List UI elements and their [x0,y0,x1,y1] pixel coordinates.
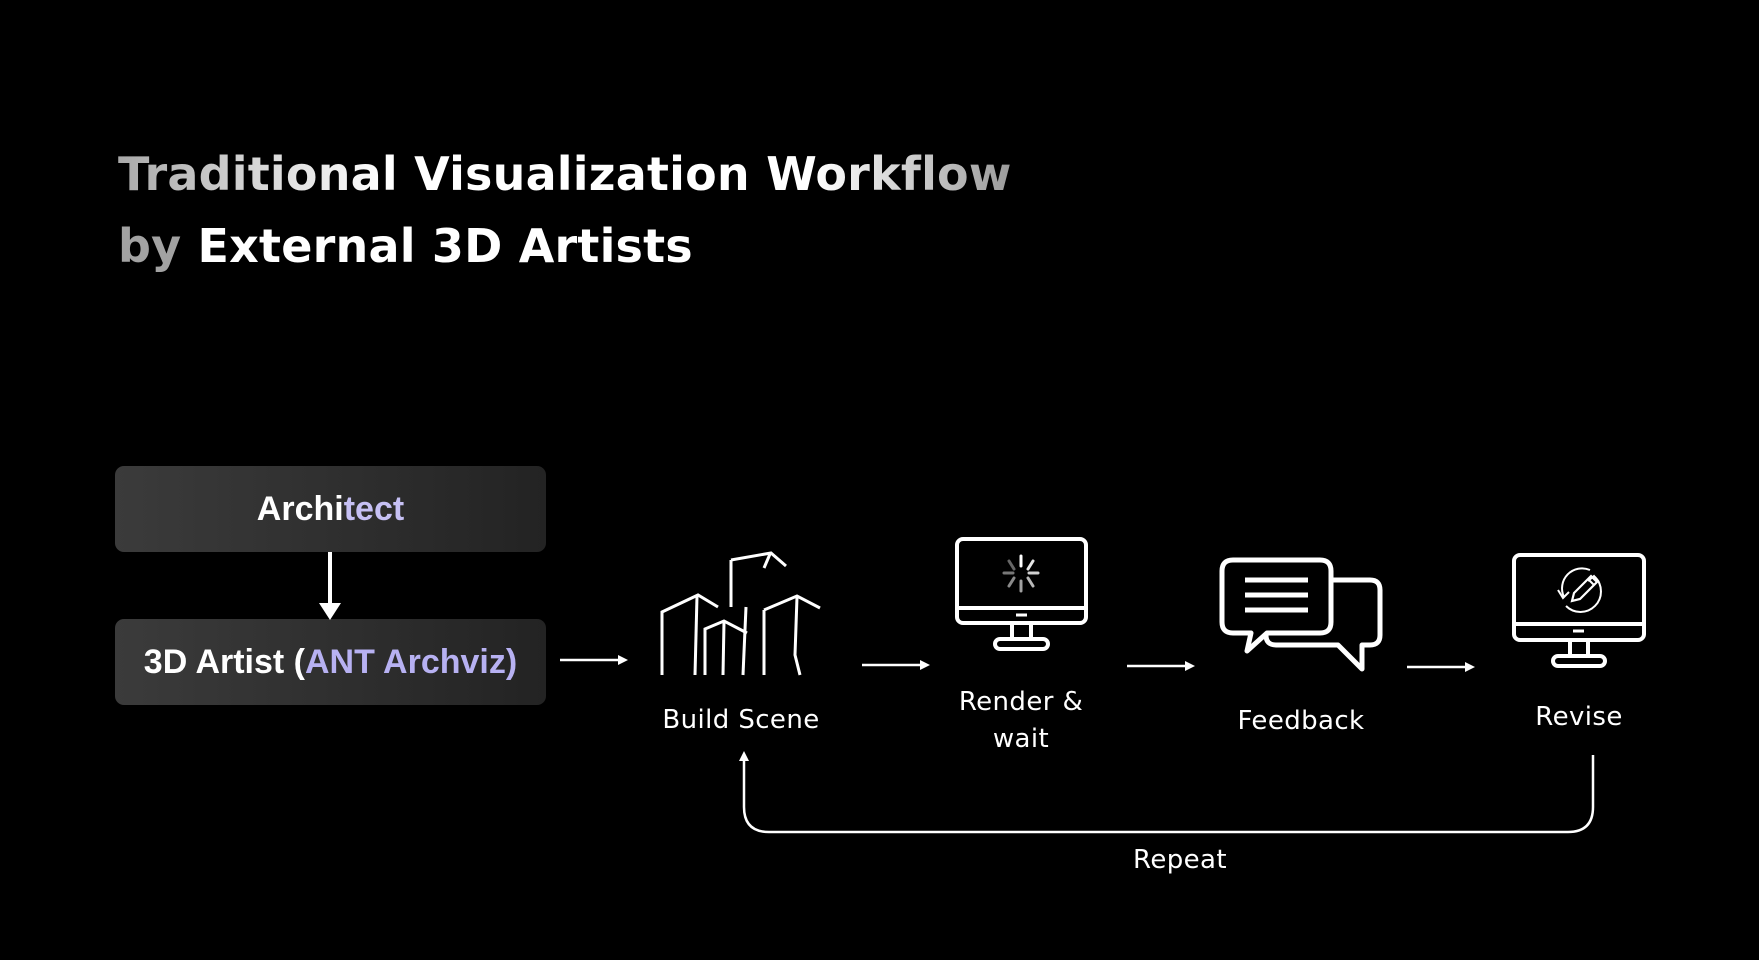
title-line-2: by External 3D Artists [118,210,1012,282]
monitor-edit-icon [1512,553,1646,668]
refresh-pencil-icon [1557,567,1602,613]
arrow-render-to-feedback [1127,661,1195,671]
title-line-2-prefix: by [118,219,182,273]
step-label-render-wait-line1: Render & [958,687,1084,717]
slide-title: Traditional Visualization Workflow by Ex… [118,138,1012,282]
chat-bubbles-icon [1219,557,1383,672]
arrow-build-to-render [862,660,930,670]
title-line-1: Traditional Visualization Workflow [118,138,1012,210]
architect-label-part1: Archi [256,489,344,528]
artist-box: 3D Artist (ANT Archviz) [115,619,546,705]
monitor-loading-icon [955,537,1088,651]
architect-label-part2: tect [343,489,405,528]
artist-label-part1: 3D Artist ( [143,642,305,681]
arrow-feedback-to-revise [1407,662,1475,672]
step-label-build-scene: Build Scene [662,705,820,735]
artist-label-part2: ANT Archviz) [305,642,518,681]
buildings-icon [660,551,821,676]
step-label-render-wait: Render & wait [911,684,1131,758]
title-line-2-rest: External 3D Artists [197,219,693,273]
step-label-revise: Revise [1535,702,1623,732]
step-label-render-wait-line2: wait [992,724,1050,754]
arrow-architect-to-artist [319,552,341,620]
arrow-artist-to-build [560,655,628,665]
step-label-feedback: Feedback [1237,706,1365,736]
spinner-icon [1002,554,1040,593]
loop-label-repeat: Repeat [1133,845,1227,875]
repeat-loop-arrow [739,751,1595,834]
